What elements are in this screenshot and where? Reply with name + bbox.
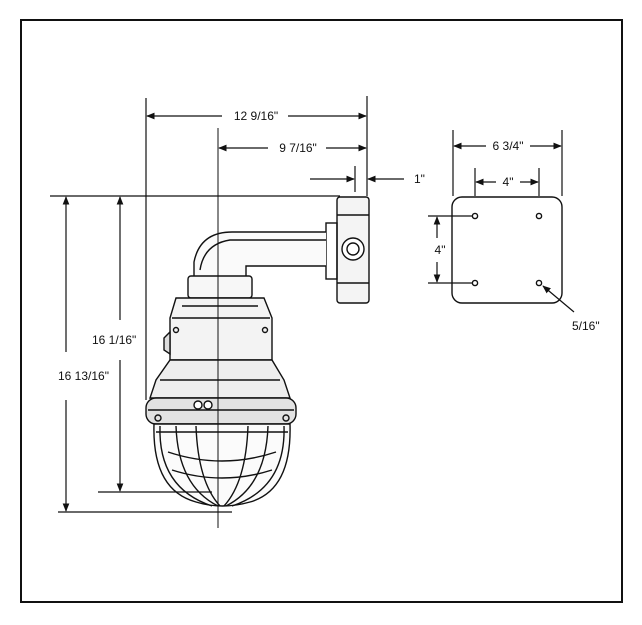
dim-center-to-back-label: 9 7/16" [279, 141, 317, 155]
mount-hole-top-left [471, 212, 479, 220]
hole-leader-arrow [542, 285, 575, 313]
dim-plate-width-label: 6 3/4" [493, 139, 524, 153]
upper-housing [169, 297, 273, 361]
mount-arm [193, 231, 326, 279]
lower-housing [149, 359, 291, 399]
camera-housing [145, 196, 370, 507]
dim-dome-height-label: 16 1/16" [92, 333, 136, 347]
dim-hole-vertical-label: 4" [435, 243, 446, 257]
mount-hole-top-right [535, 212, 543, 220]
dim-hole-horizontal-label: 4" [503, 175, 514, 189]
dome [153, 423, 291, 507]
dim-hole-diameter-label: 5/16" [572, 319, 600, 333]
mount-plate [451, 196, 563, 304]
mount-hole-bottom-right [535, 279, 543, 287]
dim-bracket-depth-label: 1" [414, 172, 425, 186]
dim-overall-width-label: 12 9/16" [234, 109, 278, 123]
conduit-port [341, 237, 365, 261]
drawing-border [20, 19, 623, 603]
dome-rim [145, 397, 297, 425]
dim-overall-height-label: 16 13/16" [58, 369, 109, 383]
mount-hole-bottom-left [471, 279, 479, 287]
